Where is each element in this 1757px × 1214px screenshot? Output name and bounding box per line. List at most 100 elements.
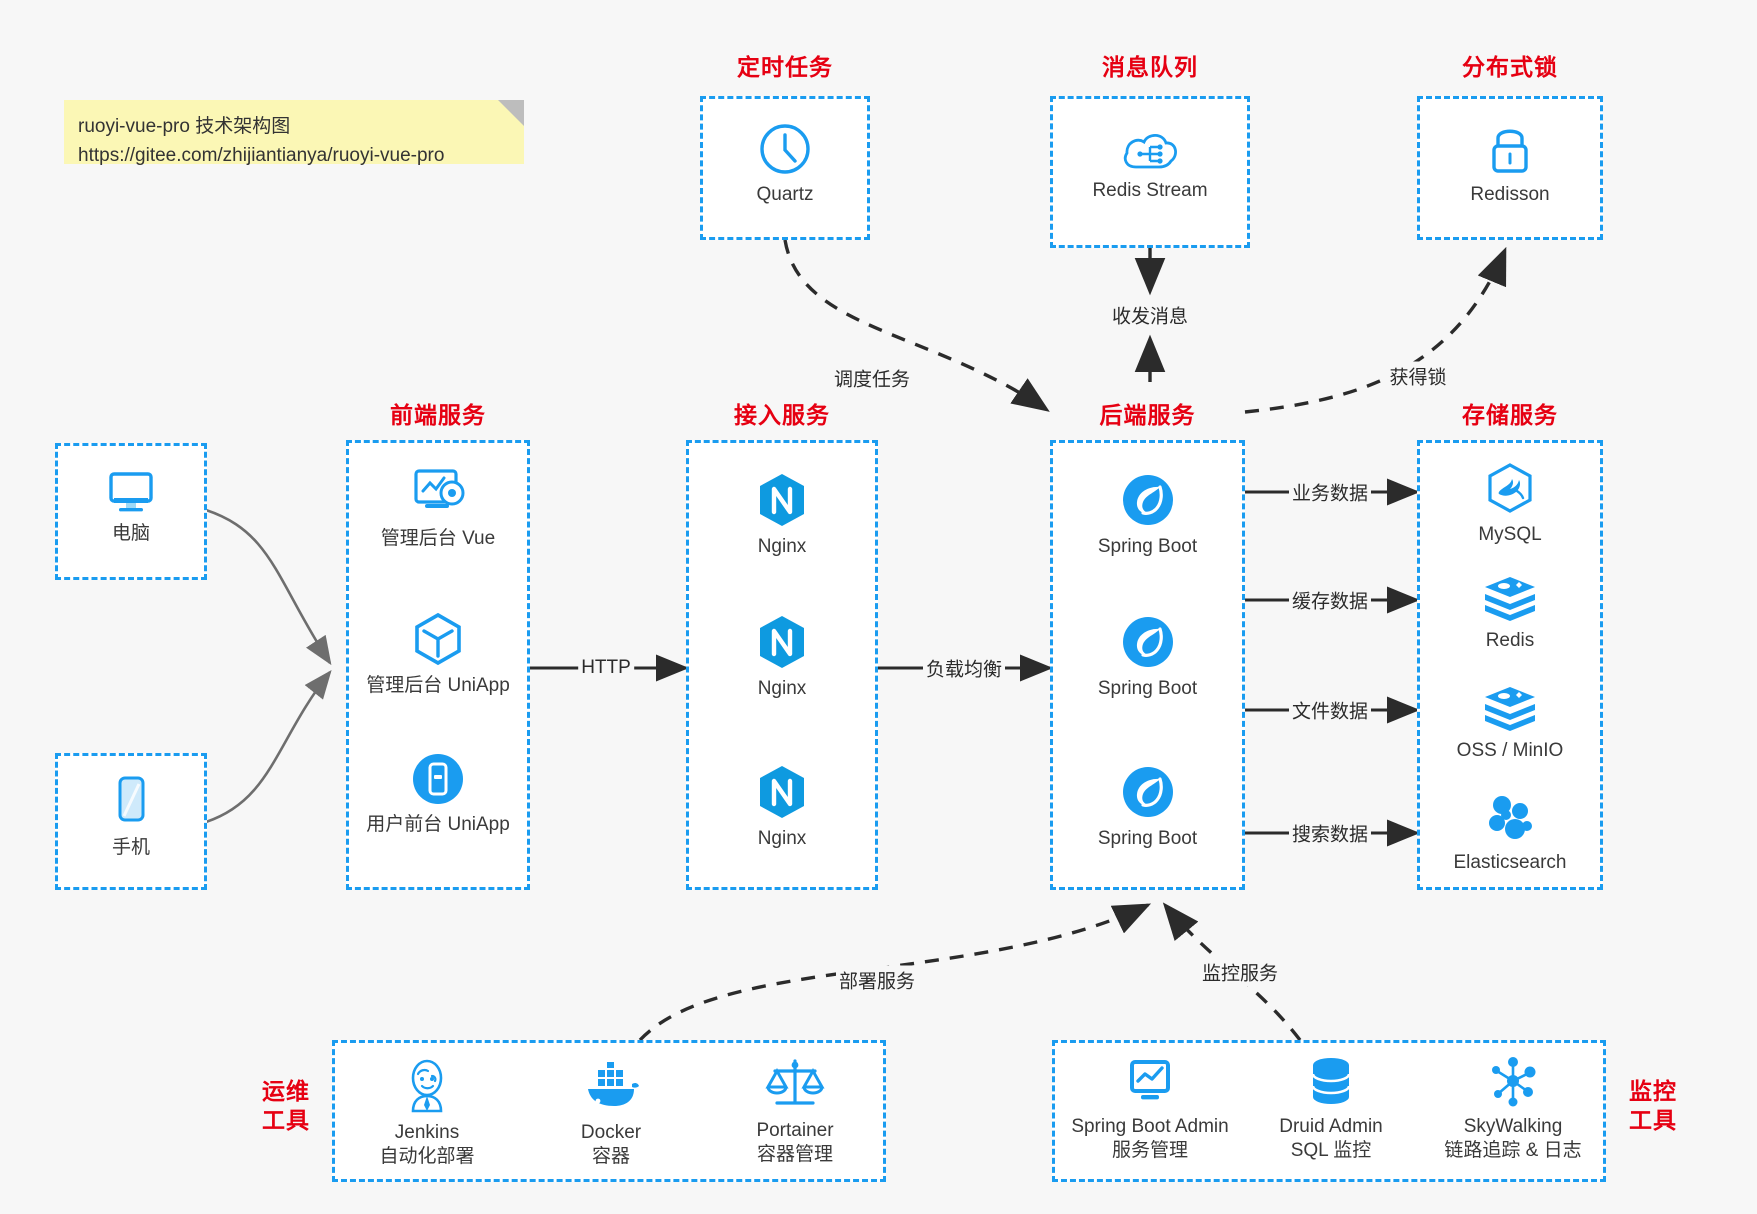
node-mysql[interactable]: MySQL xyxy=(1420,461,1600,547)
node-docker[interactable]: Docker 容器 xyxy=(519,1057,703,1169)
node-desc: 链路追踪 & 日志 xyxy=(1444,1139,1582,1161)
caption-devops-line1: 运维 xyxy=(262,1078,310,1104)
node-label: MySQL xyxy=(1478,524,1542,545)
group-client-computer: 电脑 xyxy=(55,443,207,580)
phone-icon xyxy=(58,774,204,830)
spring-leaf-icon xyxy=(1053,763,1242,821)
group-frontend: 管理后台 Vue 管理后台 UniApp 用户前台 UniApp xyxy=(346,440,530,890)
node-label: Redisson xyxy=(1470,184,1550,205)
node-desc: 容器 xyxy=(591,1145,630,1167)
node-skywalking[interactable]: SkyWalking 链路追踪 & 日志 xyxy=(1417,1055,1609,1163)
node-quartz[interactable]: Quartz xyxy=(703,121,867,207)
caption-backend: 后端服务 xyxy=(1099,402,1196,428)
caption-monitoring: 监控 工具 xyxy=(1622,1077,1684,1135)
caption-scheduler: 定时任务 xyxy=(737,54,833,80)
note-url: https://gitee.com/zhijiantianya/ruoyi-vu… xyxy=(78,145,445,167)
edge-label-http: HTTP xyxy=(578,656,634,680)
node-name: Jenkins xyxy=(394,1122,460,1143)
node-label: Nginx xyxy=(757,828,807,849)
edge-label-search-data: 搜索数据 xyxy=(1288,818,1372,848)
node-computer[interactable]: 电脑 xyxy=(58,466,204,546)
cloud-stream-icon xyxy=(1053,125,1247,173)
node-nginx-1[interactable]: Nginx xyxy=(689,471,875,559)
node-oss-minio[interactable]: OSS / MinIO xyxy=(1420,683,1600,763)
node-nginx-3[interactable]: Nginx xyxy=(689,763,875,851)
edge-label-business-data: 业务数据 xyxy=(1288,477,1372,507)
node-jenkins[interactable]: Jenkins 自动化部署 xyxy=(335,1057,519,1169)
edge-label-send-receive: 收发消息 xyxy=(1108,300,1192,330)
group-monitoring: Spring Boot Admin 服务管理 Druid Admin SQL 监… xyxy=(1052,1040,1606,1182)
caption-devops: 运维 工具 xyxy=(255,1077,317,1135)
node-redis[interactable]: Redis xyxy=(1420,573,1600,653)
edge-label-load-balance: 负载均衡 xyxy=(922,653,1006,683)
mysql-icon xyxy=(1420,461,1600,517)
node-name: Druid Admin xyxy=(1279,1116,1383,1137)
node-label: Redis xyxy=(1485,630,1535,651)
group-storage: MySQL Redis xyxy=(1417,440,1603,890)
node-elasticsearch[interactable]: Elasticsearch xyxy=(1420,793,1600,875)
cube-icon xyxy=(349,610,527,668)
note-title: ruoyi-vue-pro 技术架构图 xyxy=(78,116,291,137)
node-druid-admin[interactable]: Druid Admin SQL 监控 xyxy=(1245,1055,1417,1163)
node-label: Elasticsearch xyxy=(1453,852,1567,873)
node-desc: 服务管理 xyxy=(1111,1139,1188,1161)
edge-label-deploy: 部署服务 xyxy=(835,965,919,995)
node-name: SkyWalking xyxy=(1463,1116,1563,1137)
spring-leaf-icon xyxy=(1053,471,1242,529)
node-desc: 自动化部署 xyxy=(379,1145,475,1167)
spring-leaf-icon xyxy=(1053,613,1242,671)
docker-whale-icon xyxy=(519,1057,703,1115)
node-portainer[interactable]: Portainer 容器管理 xyxy=(703,1055,887,1167)
group-lock: Redisson xyxy=(1417,96,1603,240)
node-redisson[interactable]: Redisson xyxy=(1420,121,1600,207)
edge-label-schedule-task: 调度任务 xyxy=(830,363,914,393)
node-label: Spring Boot xyxy=(1097,678,1198,699)
caption-devops-line2: 工具 xyxy=(262,1106,310,1133)
node-spring-boot-admin[interactable]: Spring Boot Admin 服务管理 xyxy=(1055,1057,1245,1163)
node-admin-vue[interactable]: 管理后台 Vue xyxy=(349,465,527,551)
node-phone[interactable]: 手机 xyxy=(58,774,204,860)
node-desc: SQL 监控 xyxy=(1290,1139,1372,1161)
jenkins-butler-icon xyxy=(335,1057,519,1115)
node-label: Quartz xyxy=(756,184,814,205)
node-label: Spring Boot xyxy=(1097,828,1198,849)
edge-label-cache-data: 缓存数据 xyxy=(1288,585,1372,615)
group-gateway: Nginx Nginx Nginx xyxy=(686,440,878,890)
node-name: Docker xyxy=(580,1122,642,1143)
diagram-note: ruoyi-vue-pro 技术架构图 https://gitee.com/zh… xyxy=(64,100,524,166)
caption-monitoring-line2: 工具 xyxy=(1629,1106,1677,1133)
dashboard-gear-icon xyxy=(349,465,527,521)
caption-mq: 消息队列 xyxy=(1102,54,1198,80)
node-user-uniapp[interactable]: 用户前台 UniApp xyxy=(349,751,527,837)
node-label: 管理后台 UniApp xyxy=(366,675,510,696)
node-redis-stream[interactable]: Redis Stream xyxy=(1053,125,1247,203)
caption-lock: 分布式锁 xyxy=(1462,54,1558,80)
node-label: 电脑 xyxy=(111,523,150,544)
node-spring-boot-2[interactable]: Spring Boot xyxy=(1053,613,1242,701)
caption-gateway: 接入服务 xyxy=(734,402,830,428)
database-icon xyxy=(1245,1055,1417,1109)
monitor-icon xyxy=(58,466,204,516)
mobile-app-icon xyxy=(349,751,527,807)
caption-storage: 存储服务 xyxy=(1462,402,1558,428)
node-spring-boot-1[interactable]: Spring Boot xyxy=(1053,471,1242,559)
redis-icon xyxy=(1420,573,1600,623)
node-label: Nginx xyxy=(757,536,807,557)
group-devops: Jenkins 自动化部署 Docker 容器 xyxy=(332,1040,886,1182)
node-label: 手机 xyxy=(111,837,150,858)
node-name: Portainer xyxy=(756,1120,834,1141)
nginx-icon xyxy=(689,471,875,529)
note-fold-corner xyxy=(498,100,524,126)
nginx-icon xyxy=(689,613,875,671)
node-label: Redis Stream xyxy=(1092,180,1208,201)
node-label: 用户前台 UniApp xyxy=(366,814,510,835)
skywalking-icon xyxy=(1417,1055,1609,1109)
node-name: Spring Boot Admin xyxy=(1071,1116,1229,1137)
caption-monitoring-line1: 监控 xyxy=(1629,1078,1677,1104)
node-admin-uniapp[interactable]: 管理后台 UniApp xyxy=(349,610,527,698)
node-spring-boot-3[interactable]: Spring Boot xyxy=(1053,763,1242,851)
caption-frontend: 前端服务 xyxy=(390,402,486,428)
group-mq: Redis Stream xyxy=(1050,96,1250,248)
node-nginx-2[interactable]: Nginx xyxy=(689,613,875,701)
